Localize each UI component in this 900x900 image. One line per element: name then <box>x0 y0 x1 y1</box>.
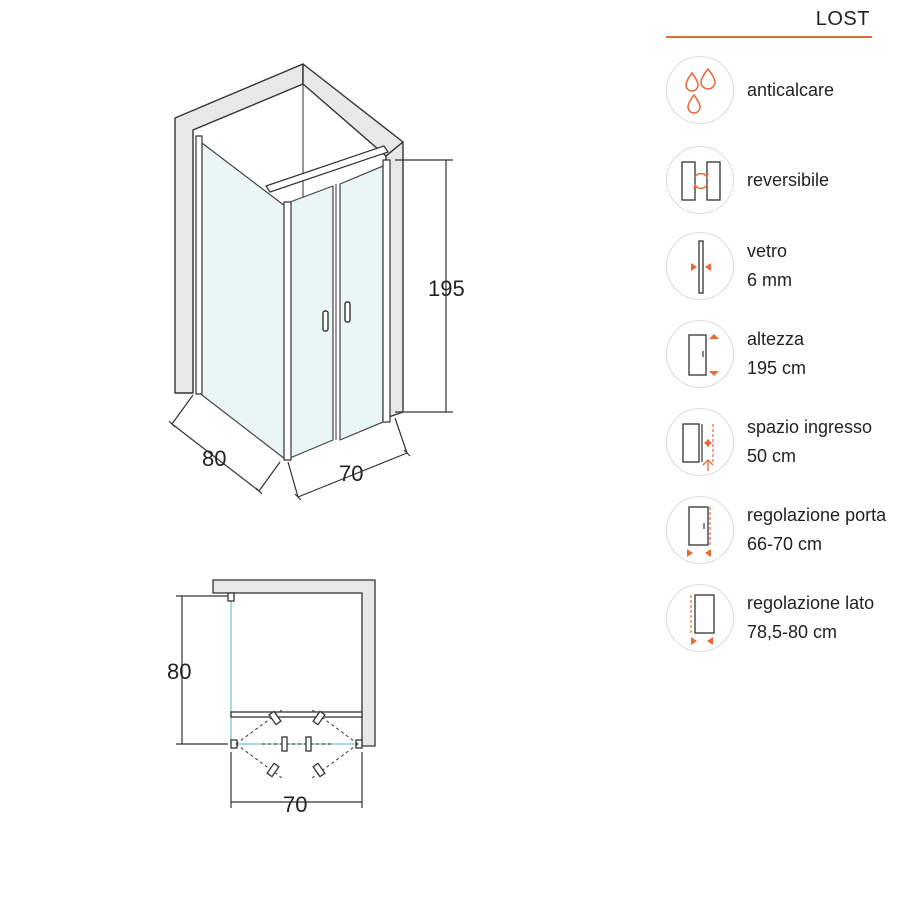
plan-side-dimension: 80 <box>167 659 191 684</box>
feature-label: regolazione lato <box>747 593 875 613</box>
plan-front-profile-top <box>230 711 363 718</box>
feature-altezza: altezza 195 cm <box>666 320 900 392</box>
feature-value: 50 cm <box>747 446 797 466</box>
plan-view <box>212 579 376 779</box>
side-adjustment-icon <box>666 584 734 652</box>
swing-handle-1 <box>268 710 282 726</box>
door-handle-left <box>322 310 329 332</box>
closed-handle-right <box>305 736 312 752</box>
door-adjustment-icon <box>666 496 734 564</box>
feature-spazio-ingresso: spazio ingresso 50 cm <box>666 408 900 480</box>
door-handle-right <box>344 301 351 323</box>
water-drops-icon <box>666 56 734 124</box>
iso-dimension-lines <box>168 159 453 501</box>
feature-label: spazio ingresso <box>747 417 873 437</box>
front-left-profile <box>283 201 292 461</box>
feature-anticalcare: anticalcare <box>666 56 900 128</box>
plan-front-dimension: 70 <box>283 792 307 817</box>
plan-wall <box>212 579 376 747</box>
feature-reversibile: reversibile <box>666 146 900 218</box>
plan-side-profile <box>227 592 235 602</box>
reversible-icon <box>666 146 734 214</box>
feature-label: altezza <box>747 329 805 349</box>
feature-label: anticalcare <box>747 79 835 100</box>
height-icon <box>666 320 734 388</box>
iso-height-dimension: 195 <box>428 276 465 301</box>
glass-thickness-icon <box>666 232 734 300</box>
iso-side-dimension: 80 <box>202 446 226 471</box>
feature-regolazione-porta: regolazione porta 66-70 cm <box>666 496 900 568</box>
feature-value: 6 mm <box>747 270 792 290</box>
iso-front-dimension: 70 <box>339 461 363 486</box>
plan-front-profile-bottom-right <box>355 739 363 749</box>
feature-value: 78,5-80 cm <box>747 622 838 642</box>
feature-value: 195 cm <box>747 358 807 378</box>
feature-label: reversibile <box>747 169 830 190</box>
plan-dimension-lines <box>176 595 363 808</box>
side-panel-profile <box>195 135 203 395</box>
top-wall <box>302 63 404 157</box>
closed-handle-left <box>281 736 288 752</box>
feature-label: regolazione porta <box>747 505 887 525</box>
swing-handle-3 <box>266 762 280 778</box>
swing-handle-2 <box>312 710 326 726</box>
feature-value: 66-70 cm <box>747 534 823 554</box>
product-title: LOST <box>815 8 870 30</box>
isometric-view <box>174 63 404 461</box>
feature-regolazione-lato: regolazione lato 78,5-80 cm <box>666 584 900 656</box>
front-right-profile <box>382 159 391 423</box>
feature-label: vetro <box>747 241 788 261</box>
swing-handle-4 <box>312 762 326 778</box>
stabilizer-bar <box>265 145 389 193</box>
plan-front-profile-bottom <box>230 739 238 749</box>
feature-vetro: vetro 6 mm <box>666 232 900 304</box>
entry-space-icon <box>666 408 734 476</box>
title-underline <box>666 36 872 38</box>
